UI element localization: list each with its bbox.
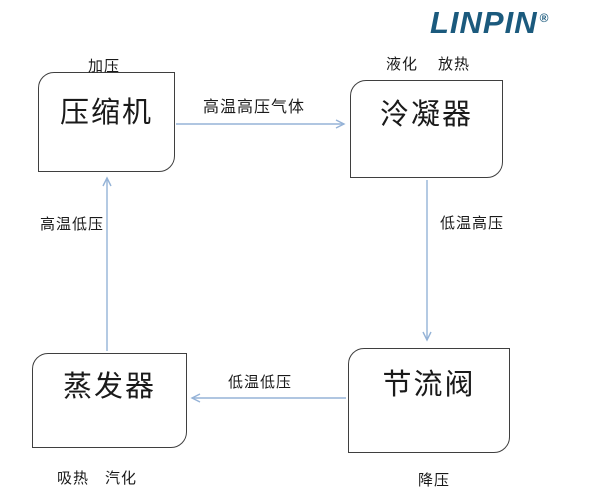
label-liquefy: 液化	[386, 57, 419, 73]
evaporator-box: 蒸发器	[32, 353, 187, 448]
label-release-heat: 放热	[438, 57, 471, 73]
label-pressurize: 加压	[88, 59, 121, 75]
label-absorb-heat: 吸热	[57, 471, 90, 487]
label-vaporize: 汽化	[105, 471, 138, 487]
label-low-temp-low-pressure: 低温低压	[228, 375, 293, 391]
compressor-box: 压缩机	[38, 72, 175, 172]
condenser-box: 泠凝器	[350, 80, 503, 178]
throttle-valve-box: 节流阀	[348, 348, 510, 453]
label-depressurize: 降压	[418, 473, 451, 489]
registered-trademark-icon: ®	[539, 10, 549, 25]
label-high-temp-high-pressure-gas: 高温高压气体	[203, 99, 306, 116]
evaporator-label: 蒸发器	[62, 371, 156, 403]
label-low-temp-high-pressure: 低温高压	[440, 216, 505, 232]
label-high-temp-low-pressure: 高温低压	[40, 217, 105, 233]
compressor-label: 压缩机	[59, 97, 153, 129]
linpin-logo: LINPIN®	[430, 5, 548, 41]
logo-text: LINPIN	[430, 5, 538, 40]
throttle-valve-label: 节流阀	[382, 369, 476, 401]
condenser-label: 泠凝器	[379, 99, 473, 131]
